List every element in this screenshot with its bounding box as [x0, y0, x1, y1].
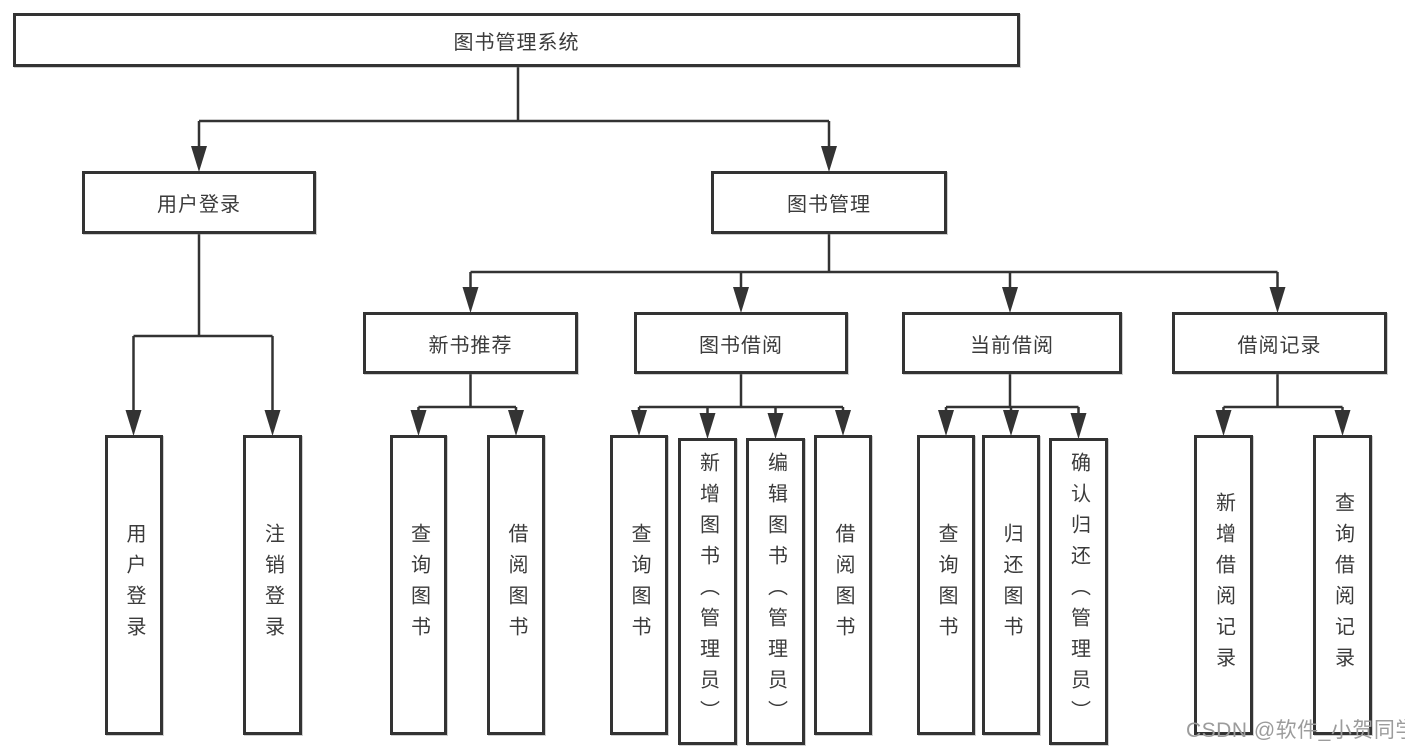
arrowhead-icon	[1002, 287, 1018, 313]
leaf-query-books-recommend: 查询图书	[390, 435, 447, 735]
arrowhead-icon	[1215, 410, 1232, 436]
node-current-borrowing: 当前借阅	[902, 312, 1122, 374]
leaf-query-books-current: 查询图书	[917, 435, 975, 735]
connector-borrowing-to-leaves	[637, 374, 845, 417]
leaf-confirm-return-admin: 确认归还（管理员）	[1049, 438, 1108, 745]
connector-bookmgmt-to-level3	[469, 234, 1279, 291]
arrowhead-icon	[264, 410, 281, 436]
leaf-add-book-admin-label: 新增图书（管理员）	[696, 452, 719, 731]
connector-root-to-level2	[197, 67, 831, 152]
arrowhead-icon	[699, 413, 716, 439]
leaf-query-books-current-label: 查询图书	[935, 523, 957, 647]
node-current-borrowing-label: 当前借阅	[970, 334, 1054, 357]
node-borrowing-records: 借阅记录	[1172, 312, 1387, 374]
leaf-query-borrow-record: 查询借阅记录	[1313, 435, 1372, 735]
leaf-borrow-books-recommend-label: 借阅图书	[505, 523, 527, 647]
leaf-logout: 注销登录	[243, 435, 302, 735]
node-book-management-label: 图书管理	[787, 194, 871, 216]
leaf-add-borrow-record-label: 新增借阅记录	[1212, 492, 1235, 678]
arrowhead-icon	[821, 146, 837, 172]
node-new-book-recommend-label: 新书推荐	[428, 334, 513, 357]
leaf-edit-book-admin: 编辑图书（管理员）	[746, 438, 805, 745]
leaf-borrow-books-borrowing: 借阅图书	[814, 435, 872, 735]
arrowhead-icon	[1334, 410, 1351, 436]
node-borrowing-records-label: 借阅记录	[1237, 334, 1322, 357]
connector-userlogin-to-leaves	[132, 234, 274, 414]
arrowhead-icon	[1269, 287, 1286, 313]
leaf-user-login-label: 用户登录	[123, 523, 145, 647]
arrowhead-icon	[125, 410, 142, 436]
leaf-borrow-books-borrowing-label: 借阅图书	[832, 523, 854, 647]
arrowhead-icon	[631, 410, 647, 436]
leaf-add-borrow-record: 新增借阅记录	[1194, 435, 1253, 735]
leaf-confirm-return-admin-label: 确认归还（管理员）	[1067, 452, 1090, 731]
arrowhead-icon	[191, 146, 207, 172]
leaf-query-books-borrowing: 查询图书	[610, 435, 668, 735]
arrowhead-icon	[767, 413, 784, 439]
arrowheads	[125, 146, 1351, 439]
leaf-query-books-borrowing-label: 查询图书	[628, 523, 650, 647]
node-root-label: 图书管理系统	[453, 31, 580, 54]
leaf-query-books-recommend-label: 查询图书	[407, 523, 430, 647]
leaf-return-book: 归还图书	[982, 435, 1040, 735]
leaf-borrow-books-recommend: 借阅图书	[487, 435, 545, 735]
arrowhead-icon	[835, 410, 851, 436]
leaf-return-book-label: 归还图书	[1000, 523, 1022, 647]
arrowhead-icon	[733, 287, 749, 313]
node-new-book-recommend: 新书推荐	[363, 312, 578, 374]
arrowhead-icon	[462, 287, 479, 313]
node-root: 图书管理系统	[13, 13, 1020, 67]
leaf-add-book-admin: 新增图书（管理员）	[678, 438, 737, 745]
watermark: CSDN @软件_小贺同学	[1186, 719, 1405, 742]
arrowhead-icon	[508, 410, 524, 436]
leaf-query-borrow-record-label: 查询借阅记录	[1331, 492, 1354, 678]
node-book-management: 图书管理	[711, 171, 947, 234]
arrowhead-icon	[1003, 410, 1019, 436]
node-user-login: 用户登录	[82, 171, 316, 234]
node-user-login-label: 用户登录	[157, 194, 241, 216]
arrowhead-icon	[410, 410, 427, 436]
connector-recommend-to-leaves	[417, 374, 518, 414]
arrowhead-icon	[938, 410, 954, 436]
node-book-borrowing: 图书借阅	[634, 312, 848, 374]
leaf-edit-book-admin-label: 编辑图书（管理员）	[764, 452, 787, 731]
arrowhead-icon	[1070, 413, 1087, 439]
node-book-borrowing-label: 图书借阅	[699, 334, 783, 357]
leaf-logout-label: 注销登录	[261, 523, 284, 647]
leaf-user-login: 用户登录	[105, 435, 163, 735]
connector-records-to-leaves	[1222, 374, 1344, 414]
